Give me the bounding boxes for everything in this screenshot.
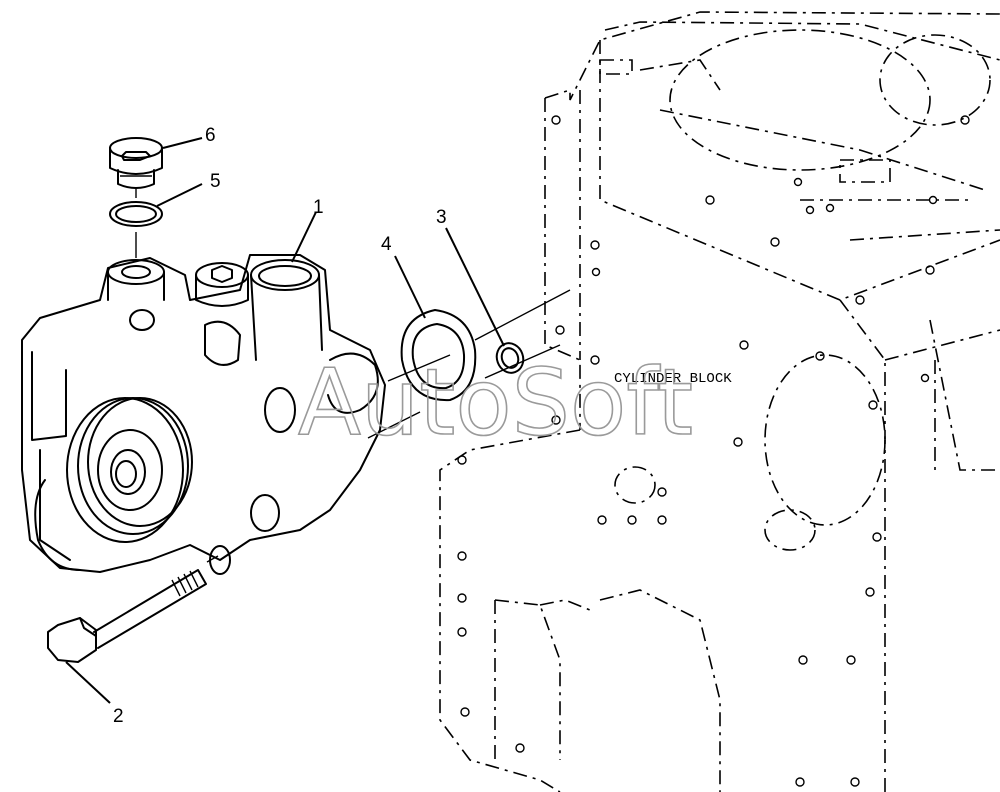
leader-6 — [162, 137, 203, 149]
gasket — [400, 309, 477, 402]
cylinder-block-label: CYLINDER BLOCK — [614, 371, 732, 387]
leader-1 — [291, 211, 317, 263]
centre-line-lower-a — [367, 411, 421, 439]
centre-line-upper-a — [387, 354, 451, 382]
plug — [109, 137, 163, 189]
cylinder-block — [439, 11, 1000, 792]
leader-3 — [445, 227, 505, 347]
leader-4 — [394, 255, 426, 319]
callout-2: 2 — [113, 706, 124, 727]
leader-2 — [65, 661, 111, 704]
callout-5: 5 — [210, 171, 221, 192]
callout-4: 4 — [381, 234, 392, 255]
bolt — [47, 569, 207, 663]
leader-5 — [156, 183, 203, 207]
callout-3: 3 — [436, 207, 447, 228]
o-ring-seal — [495, 342, 525, 374]
callout-1: 1 — [313, 197, 324, 218]
watermark: AutoSoft — [298, 349, 693, 456]
centre-line-upper-b — [474, 289, 571, 341]
plug-seal — [109, 201, 163, 227]
callout-6: 6 — [205, 125, 216, 146]
water-pump — [21, 254, 386, 575]
